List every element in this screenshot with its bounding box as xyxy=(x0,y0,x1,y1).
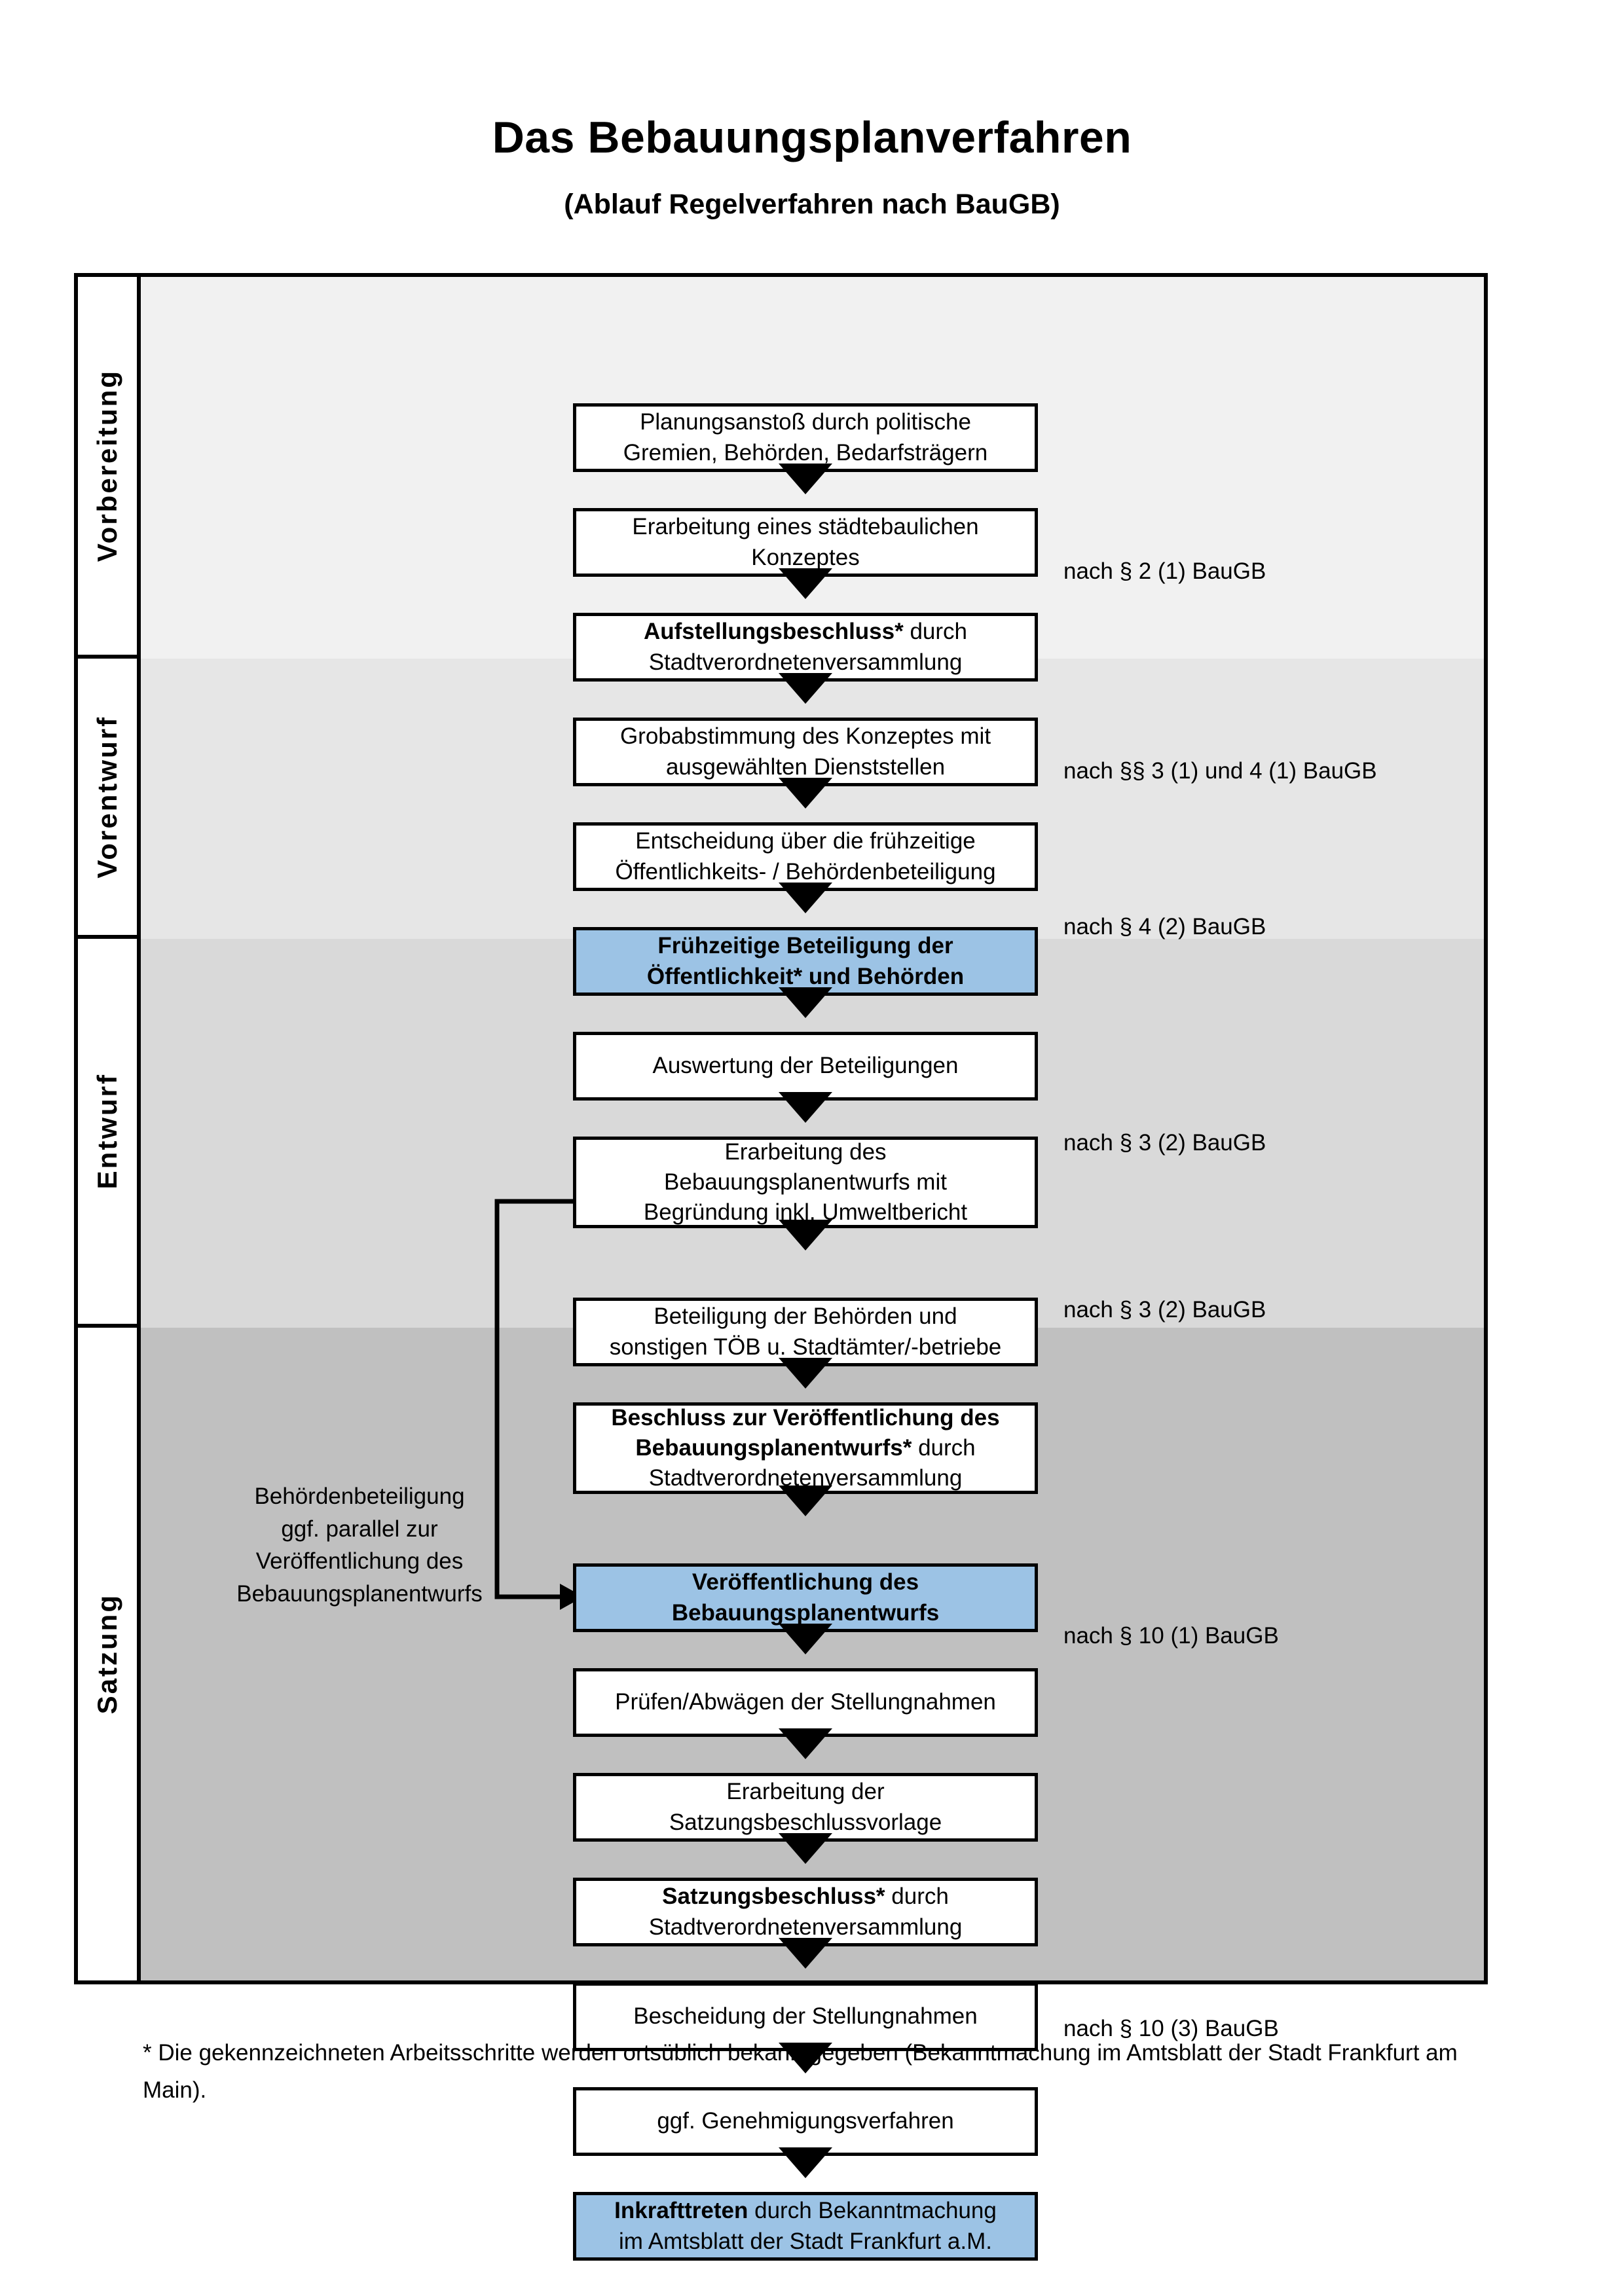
process-box-line: Entscheidung über die frühzeitige xyxy=(635,828,976,854)
process-box-line: Erarbeitung eines städtebaulichen xyxy=(632,514,979,540)
page-title: Das Bebauungsplanverfahren xyxy=(492,113,1132,162)
phase-label-vorbereitung: Vorbereitung xyxy=(78,277,137,659)
process-box-line: Konzeptes xyxy=(751,544,860,570)
process-box-line: Öffentlichkeits- / Behördenbeteiligung xyxy=(615,858,996,884)
process-box-line: Beschluss zur Veröffentlichung des xyxy=(611,1404,1000,1430)
process-box-line: Beteiligung der Behörden und xyxy=(654,1303,957,1330)
process-box-line: Bebauungsplanentwurfs* durch xyxy=(635,1434,976,1461)
process-box-line: sonstigen TÖB u. Stadtämter/-betriebe xyxy=(609,1334,1002,1360)
process-box-line: Planungsanstoß durch politische xyxy=(640,409,971,435)
phase-label-satzung: Satzung xyxy=(78,1328,137,1980)
process-box-line: Aufstellungsbeschluss* durch xyxy=(643,619,968,645)
bypass-connector xyxy=(494,1199,583,1610)
process-box-line: Auswertung der Beteiligungen xyxy=(652,1053,959,1079)
flow-arrow-planungsanstoss xyxy=(779,464,832,494)
note-inkrafttreten: nach § 10 (3) BauGB xyxy=(1063,2016,1279,2041)
note-beschluss-veroeffentlichung: nach § 3 (2) BauGB xyxy=(1063,1130,1266,1156)
side-note-line: Veröffentlichung des xyxy=(255,1548,464,1575)
process-box-bescheidung-stellungnahmen: Bescheidung der Stellungnahmen xyxy=(573,1982,1038,2051)
title-block: Das Bebauungsplanverfahren (Ablauf Regel… xyxy=(0,113,1624,221)
process-box-pruefen-abwaegen: Prüfen/Abwägen der Stellungnahmen xyxy=(573,1668,1038,1737)
flow-arrow-beteiligung-behoerden xyxy=(779,1358,832,1389)
side-note-line: Behördenbeteiligung xyxy=(254,1484,465,1509)
process-box-line: Inkrafttreten durch Bekanntmachung xyxy=(614,2198,997,2224)
process-box-line: im Amtsblatt der Stadt Frankfurt a.M. xyxy=(619,2228,992,2254)
side-note-line: ggf. parallel zur xyxy=(281,1516,438,1542)
flow-arrow-fruehzeitige-beteiligung xyxy=(779,987,832,1018)
process-box-line: Bebauungsplanentwurfs mit xyxy=(664,1169,947,1195)
process-box-line: ausgewählten Dienststellen xyxy=(665,754,946,780)
note-fruehzeitige-beteiligung: nach §§ 3 (1) und 4 (1) BauGB xyxy=(1063,758,1377,784)
flow-arrow-grobabstimmung xyxy=(779,778,832,809)
flow-arrow-bescheidung-stellungnahmen xyxy=(779,2043,832,2073)
note-satzungsbeschluss: nach § 10 (1) BauGB xyxy=(1063,1623,1279,1649)
process-box-line: Frühzeitige Beteiligung der xyxy=(657,933,953,959)
flow-arrow-auswertung-beteiligungen xyxy=(779,1092,832,1123)
process-box-beteiligung-behoerden: Beteiligung der Behörden und sonstigen TÖ… xyxy=(573,1298,1038,1366)
phase-label-vorentwurf: Vorentwurf xyxy=(78,659,137,939)
process-box-line: Erarbeitung der xyxy=(726,1779,885,1805)
process-box-line: Erarbeitung des xyxy=(724,1139,887,1165)
note-beteiligung-behoerden: nach § 4 (2) BauGB xyxy=(1063,914,1266,939)
process-box-line: Grobabstimmung des Konzeptes mit xyxy=(619,723,991,750)
footnote: * Die gekennzeichneten Arbeitsschritte w… xyxy=(143,2040,1458,2103)
process-box-line: Stadtverordnetenversammlung xyxy=(648,649,963,675)
process-box-line: Bescheidung der Stellungnahmen xyxy=(633,2003,978,2030)
flow-arrow-pruefen-abwaegen xyxy=(779,1728,832,1759)
process-box-line: Stadtverordnetenversammlung xyxy=(648,1914,963,1940)
phase-label-entwurf: Entwurf xyxy=(78,939,137,1328)
side-note-line: Bebauungsplanentwurfs xyxy=(236,1581,483,1607)
process-box-line: Satzungsbeschlussvorlage xyxy=(669,1809,942,1835)
process-box-line: Satzungsbeschluss* durch xyxy=(662,1884,949,1910)
process-box-line: Öffentlichkeit* und Behörden xyxy=(646,963,965,989)
process-box-line: Veröffentlichung des xyxy=(692,1569,919,1595)
process-box-auswertung-beteiligungen: Auswertung der Beteiligungen xyxy=(573,1032,1038,1101)
flow-arrow-aufstellungsbeschluss xyxy=(779,673,832,704)
page-subtitle: (Ablauf Regelverfahren nach BauGB) xyxy=(564,189,1060,221)
flow-arrow-satzungsbeschluss xyxy=(779,1938,832,1969)
note-aufstellungsbeschluss: nach § 2 (1) BauGB xyxy=(1063,558,1266,584)
flow-arrow-erarbeitung-satzungsvorlage xyxy=(779,1833,832,1864)
process-box-grobabstimmung: Grobabstimmung des Konzeptes mit ausgewäh… xyxy=(573,718,1038,786)
process-box-line: Gremien, Behörden, Bedarfsträgern xyxy=(623,439,988,465)
process-box-inkrafttreten: Inkrafttreten durch Bekanntmachung im Amt… xyxy=(573,2192,1038,2261)
process-box-line: Bebauungsplanentwurfs xyxy=(671,1599,940,1626)
flow-arrow-genehmigungsverfahren xyxy=(779,2147,832,2178)
flow-arrow-veroeffentlichung-entwurf xyxy=(779,1624,832,1654)
flow-arrow-erarbeitung-bplanentwurf xyxy=(779,1220,832,1250)
note-veroeffentlichung-entwurf: nach § 3 (2) BauGB xyxy=(1063,1297,1266,1322)
process-box-line: Prüfen/Abwägen der Stellungnahmen xyxy=(615,1689,996,1715)
flow-arrow-staedtebauliches-konzept xyxy=(779,568,832,599)
flow-arrow-entscheidung-fruehzeitige xyxy=(779,883,832,913)
process-box-line: ggf. Genehmigungsverfahren xyxy=(657,2108,954,2134)
flow-arrow-beschluss-veroeffentlichung xyxy=(779,1485,832,1516)
